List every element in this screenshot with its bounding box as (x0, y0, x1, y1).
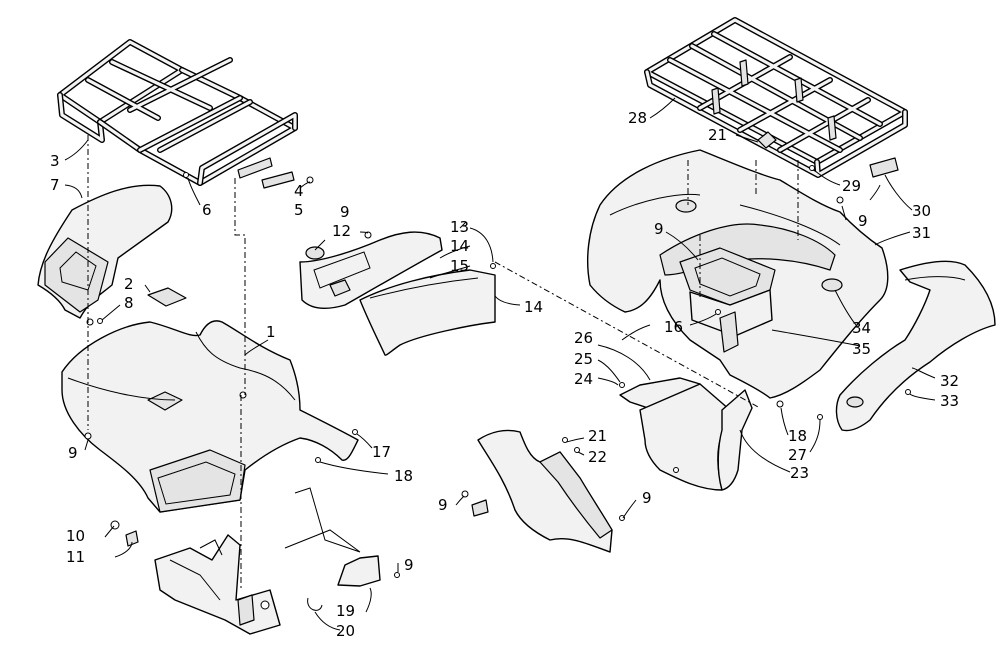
callout-30: 30 (912, 202, 931, 220)
callout-13: 13 (450, 218, 469, 236)
callout-10: 10 (66, 527, 85, 545)
callout-15: 15 (450, 257, 469, 275)
callout-31: 31 (912, 224, 931, 242)
callout-9-guard: 9 (642, 489, 652, 507)
callout-9-rack: 9 (858, 212, 868, 230)
front-small-parts (84, 287, 358, 547)
callout-24: 24 (574, 370, 593, 388)
callout-11: 11 (66, 548, 85, 566)
callout-labels: 1 2 3 4 5 6 7 8 9 9 9 9 9 9 9 10 11 12 1… (50, 109, 959, 640)
callout-12: 12 (332, 222, 351, 240)
callout-7: 7 (50, 176, 60, 194)
callout-25: 25 (574, 350, 593, 368)
callout-19: 19 (336, 602, 355, 620)
callout-27: 27 (788, 446, 807, 464)
callout-35: 35 (852, 340, 871, 358)
callout-2: 2 (124, 275, 134, 293)
callout-8: 8 (124, 294, 134, 312)
frame-section (154, 487, 361, 635)
callout-5: 5 (294, 201, 304, 219)
callout-28: 28 (628, 109, 647, 127)
callout-23: 23 (790, 464, 809, 482)
callout-21-lower: 21 (588, 427, 607, 445)
front-fender-body (61, 320, 359, 513)
callout-9-footwell: 9 (438, 496, 448, 514)
callout-18-front: 18 (394, 467, 413, 485)
rear-fender-flare (817, 260, 996, 432)
callout-9-rear: 9 (654, 220, 664, 238)
callout-17: 17 (372, 443, 391, 461)
side-panel-group (299, 231, 496, 356)
callout-34: 34 (852, 319, 871, 337)
rear-rack-hardware (757, 131, 899, 204)
callout-33: 33 (940, 392, 959, 410)
callout-32: 32 (940, 372, 959, 390)
callout-29: 29 (842, 177, 861, 195)
callout-18-rear: 18 (788, 427, 807, 445)
front-fender-flare (37, 184, 173, 326)
rear-rack (644, 17, 908, 178)
callout-14-lower: 14 (524, 298, 543, 316)
callout-21-upper: 21 (708, 126, 727, 144)
callout-1: 1 (266, 323, 276, 341)
bracket-and-clamp (307, 555, 400, 611)
splash-guard-assembly (619, 309, 753, 491)
callout-9-upper: 9 (340, 203, 350, 221)
leader-lines (64, 97, 936, 631)
front-rack-hardware (183, 171, 314, 189)
callout-26: 26 (574, 329, 593, 347)
callout-14-upper: 14 (450, 237, 469, 255)
assembly-lines (87, 135, 799, 590)
callout-9-left: 9 (68, 444, 78, 462)
callout-9-bottom: 9 (404, 556, 414, 574)
callout-4: 4 (294, 182, 304, 200)
front-rack (57, 39, 298, 186)
callout-6: 6 (202, 201, 212, 219)
callout-22: 22 (588, 448, 607, 466)
callout-3: 3 (50, 152, 60, 170)
callout-20: 20 (336, 622, 355, 640)
callout-16: 16 (664, 318, 683, 336)
